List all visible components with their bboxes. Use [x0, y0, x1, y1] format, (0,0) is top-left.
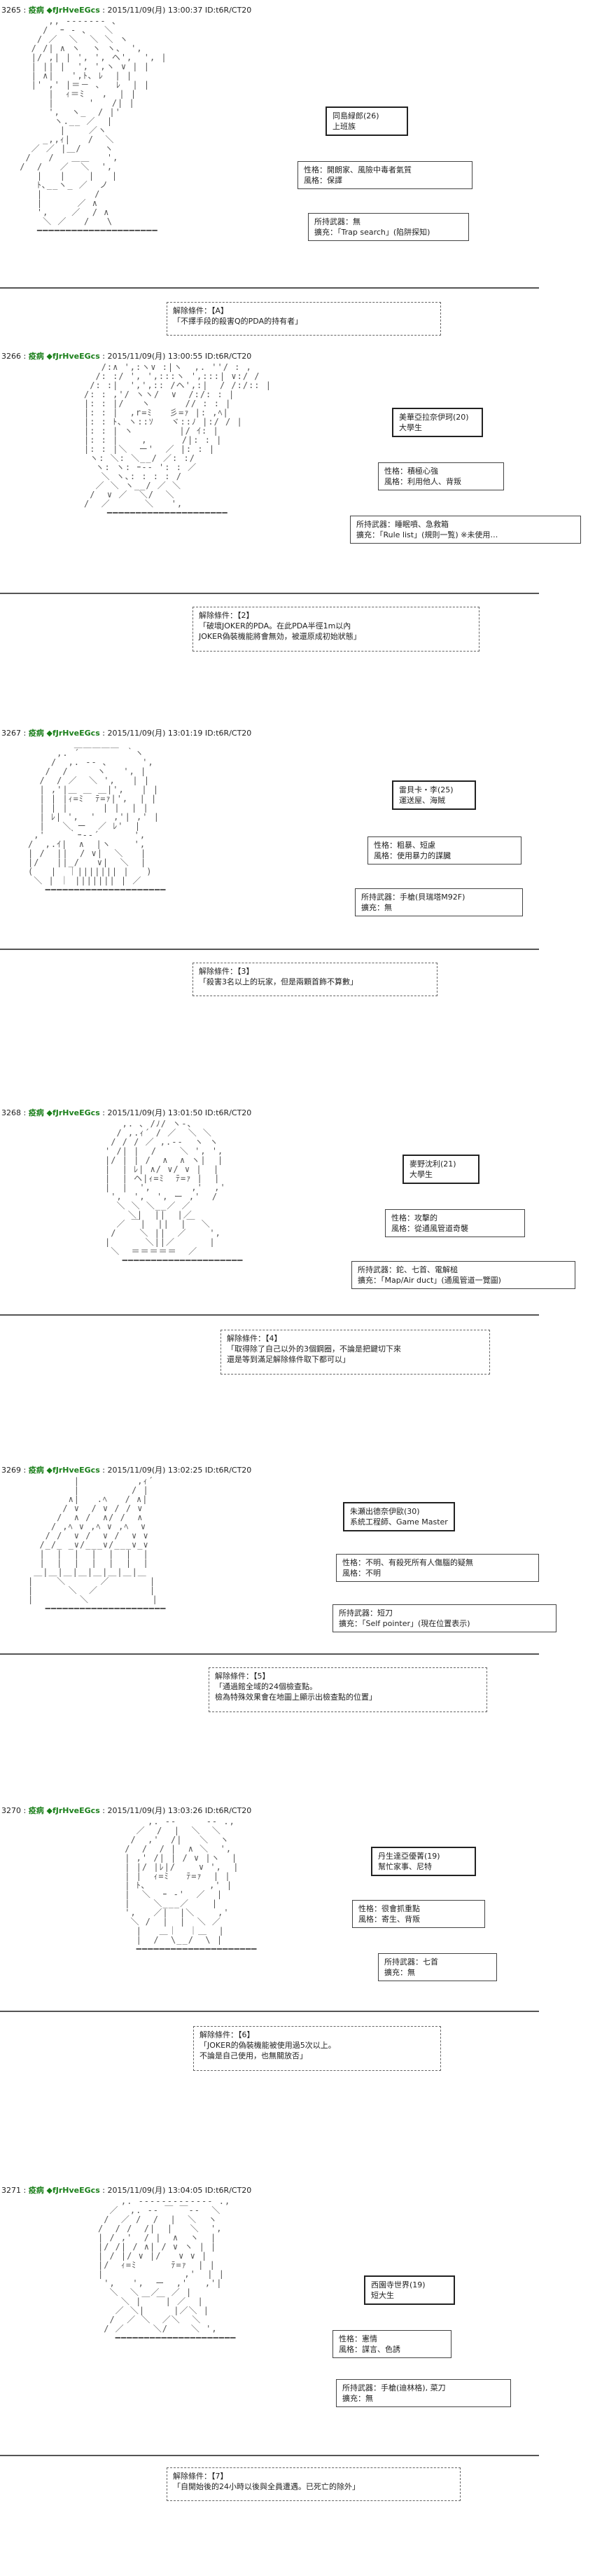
personality-box: 性格：憲情風格：謀言、色誘 — [332, 2330, 451, 2358]
ascii-art: ,. ､ /ﾉ/ ヽ-、 / ,.ｨ´ / ／ ＼ ＼ / / / ／ ,.-‐… — [105, 1120, 244, 1265]
weapon-box: 所持武器：七首擴充：無 — [378, 1953, 497, 1981]
ascii-art: ,. -‐‐‐‐‐‐‐‐‐‐‐- ., ／ ,. -‐ ￣ ￣‐- ＼ / ／ … — [98, 2197, 237, 2343]
post-header: 3268 : 疫病 ◆fJrHveEGcs : 2015/11/09(月) 13… — [1, 1108, 252, 1117]
condition-box: 解除條件：【7】「自開始後的24小時以後與全員遭遇。已死亡的除外」 — [167, 2467, 461, 2501]
post-header: 3269 : 疫病 ◆fJrHveEGcs : 2015/11/09(月) 13… — [1, 1466, 252, 1475]
divider — [0, 949, 539, 950]
ascii-art: ＿＿＿＿＿ ,. ´ ｀ヽ / ,. -- ､ ', / / ヽ ', | / … — [28, 740, 167, 895]
divider — [0, 1653, 539, 1655]
personality-box: 性格：粗暴、短慮風格：使用暴力的謀臓 — [368, 836, 522, 865]
post: 3269 : 疫病 ◆fJrHveEGcs : 2015/11/09(月) 13… — [0, 1464, 602, 1843]
character-name-box: 雷貝卡・李(25)運送屋、海賊 — [392, 780, 476, 810]
post-header: 3267 : 疫病 ◆fJrHveEGcs : 2015/11/09(月) 13… — [1, 729, 252, 738]
condition-box: 解除條件：【3】「殺害3名以上的玩家，但是兩顆首飾不算數」 — [192, 963, 438, 996]
post: 3265 : 疫病 ◆fJrHveEGcs : 2015/11/09(月) 13… — [0, 4, 602, 354]
divider — [0, 593, 539, 594]
post-header: 3270 : 疫病 ◆fJrHveEGcs : 2015/11/09(月) 13… — [1, 1806, 252, 1815]
ascii-art: | ,ｨ´ | / | ∧| .ﾍ / ∧| / ∨ / ∨ / / ∨ / ∧… — [28, 1477, 167, 1613]
post-header: 3266 : 疫病 ◆fJrHveEGcs : 2015/11/09(月) 13… — [1, 352, 252, 361]
poster-name[interactable]: 疫病 ◆fJrHveEGcs — [28, 352, 100, 361]
weapon-box: 所持武器：手槍(貝瑞塔M92F)擴充：無 — [355, 888, 523, 916]
poster-name[interactable]: 疫病 ◆fJrHveEGcs — [28, 729, 100, 738]
poster-name[interactable]: 疫病 ◆fJrHveEGcs — [28, 2186, 100, 2195]
condition-box: 解除條件：【4】「取得除了自己以外的3個鋼圈，不論是把鍵切下來 還是等到滿足解除… — [220, 1330, 490, 1375]
character-name-box: 朱瀬出德奈伊歐(30)系統工程師、Game Master — [343, 1502, 455, 1531]
post-header: 3265 : 疫病 ◆fJrHveEGcs : 2015/11/09(月) 13… — [1, 6, 252, 15]
condition-box: 解除條件：【A】「不擇手段的殺害Q的PDA的持有者」 — [167, 302, 441, 336]
divider — [0, 2011, 539, 2012]
post: 3267 : 疫病 ◆fJrHveEGcs : 2015/11/09(月) 13… — [0, 727, 602, 1084]
post: 3270 : 疫病 ◆fJrHveEGcs : 2015/11/09(月) 13… — [0, 1805, 602, 2183]
weapon-box: 所持武器：短刀擴充：「Self pointer」(現在位置表示) — [332, 1604, 556, 1632]
personality-box: 性格：很會抓重點風格：寄生、背叛 — [352, 1900, 485, 1928]
weapon-box: 所持武器：無擴充：「Trap search」(陷阱探知) — [308, 213, 469, 241]
ascii-art: ,, -‐‐‐‐‐- 、 / ｰ - ､ ＼ / ／ ＼ ＼ ＼ ヽ / /| … — [20, 17, 167, 235]
divider — [0, 2455, 539, 2456]
divider — [0, 1314, 539, 1316]
character-name-box: 麥野沈利(21)大學生 — [402, 1155, 479, 1184]
weapon-box: 所持武器：睡眠噴、急救箱擴充：「Rule list」(規則一覧) ※未使用… — [350, 516, 581, 544]
personality-box: 性格：積極心強風格：利用他人、背叛 — [378, 462, 504, 490]
condition-box: 解除條件：【6】「JOKER的偽裝機能被使用過5次以上。 不論是自己使用，也無關… — [193, 2026, 441, 2071]
condition-box: 解除條件：【2】「破壞JOKER的PDA。在此PDA半徑1m以內 JOKER偽裝… — [192, 607, 479, 652]
character-name-box: 同島緑郎(26)上班族 — [326, 106, 408, 136]
weapon-box: 所持武器：手槍(迪林格), 菜刀擴充：無 — [336, 2379, 511, 2407]
post-header: 3271 : 疫病 ◆fJrHveEGcs : 2015/11/09(月) 13… — [1, 2186, 252, 2195]
weapon-box: 所持武器：鉈、七首、電解槌擴充：「Map/Air duct」(通風管道一覽圖) — [351, 1261, 575, 1289]
personality-box: 性格：開朗家、風險中毒者氣質風格：保譯 — [298, 161, 472, 189]
character-name-box: 西園寺世界(19)短大生 — [364, 2275, 455, 2305]
character-name-box: 丹生達亞優菁(19)幫忙家事、尼特 — [371, 1847, 476, 1876]
poster-name[interactable]: 疫病 ◆fJrHveEGcs — [28, 6, 100, 15]
poster-name[interactable]: 疫病 ◆fJrHveEGcs — [28, 1466, 100, 1475]
post: 3266 : 疫病 ◆fJrHveEGcs : 2015/11/09(月) 13… — [0, 350, 602, 722]
post: 3271 : 疫病 ◆fJrHveEGcs : 2015/11/09(月) 13… — [0, 2184, 602, 2576]
personality-box: 性格：不明、有殺死所有人傷腦的疑無風格：不明 — [336, 1554, 539, 1582]
ascii-art: /:∧ ',:ヽ∨ :|ヽ ,. ''/ : , /: :/ ', ',:::ヽ… — [84, 363, 272, 518]
character-name-box: 美華亞拉奈伊珂(20)大學生 — [392, 408, 483, 437]
personality-box: 性格：攻擊的風格：從通風管道奇襲 — [385, 1209, 525, 1237]
ascii-art: ,. -‐ ￣ ￣‐- ., ／ / | ＼ ＼ / ,' /| ＼ ヽ / /… — [125, 1817, 258, 1954]
condition-box: 解除條件：【5】「通過館全域的24個檢查點。 檢為特殊效果會在地圖上顯示出檢查點… — [209, 1667, 487, 1712]
poster-name[interactable]: 疫病 ◆fJrHveEGcs — [28, 1806, 100, 1815]
post: 3268 : 疫病 ◆fJrHveEGcs : 2015/11/09(月) 13… — [0, 1107, 602, 1485]
poster-name[interactable]: 疫病 ◆fJrHveEGcs — [28, 1108, 100, 1117]
divider — [0, 287, 539, 289]
